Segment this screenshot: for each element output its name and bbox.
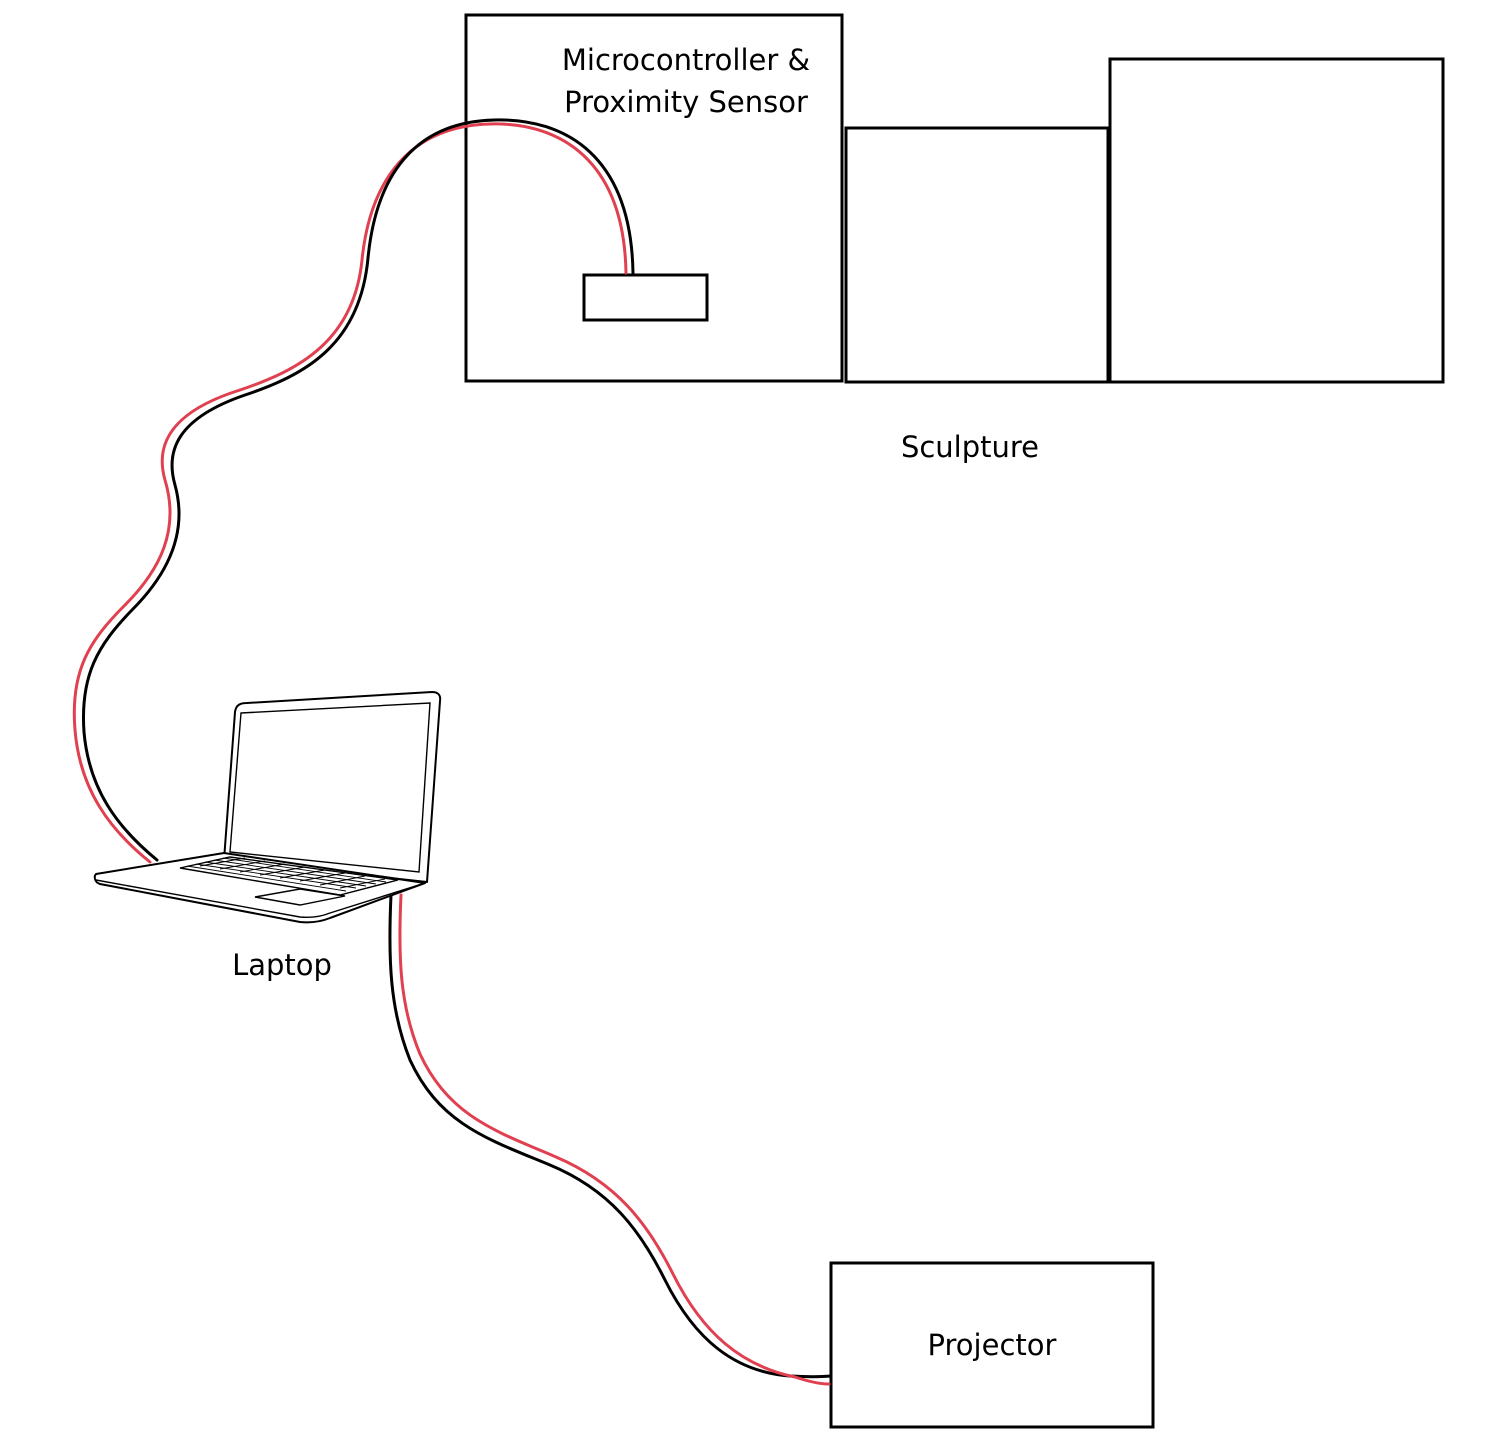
microcontroller-label-line2: Proximity Sensor bbox=[564, 85, 808, 119]
cable-laptop-to-projector bbox=[388, 893, 833, 1386]
laptop-base bbox=[93, 852, 426, 924]
cable-laptop-to-projector-red bbox=[398, 893, 831, 1386]
projector-label: Projector bbox=[928, 1328, 1057, 1362]
sculpture-block-right bbox=[1108, 57, 1445, 384]
laptop-lid bbox=[223, 691, 442, 883]
sculpture-label: Sculpture bbox=[901, 430, 1039, 464]
laptop-keyboard-keys bbox=[186, 857, 387, 892]
laptop-icon bbox=[93, 691, 442, 924]
microcontroller-box bbox=[464, 13, 844, 383]
laptop-keyboard-outline bbox=[179, 856, 399, 896]
laptop-base-edge bbox=[95, 879, 426, 919]
sculpture-block-left bbox=[844, 126, 1110, 384]
cable-sensor-to-laptop-black bbox=[81, 118, 635, 862]
laptop-trackpad bbox=[254, 888, 346, 906]
laptop-label: Laptop bbox=[232, 948, 332, 982]
sensor-module-icon bbox=[582, 273, 709, 322]
cable-sensor-to-laptop bbox=[72, 118, 635, 864]
microcontroller-label-line1: Microcontroller & bbox=[562, 43, 810, 77]
laptop-screen bbox=[229, 702, 431, 873]
cable-sensor-to-laptop-red bbox=[72, 122, 628, 864]
cable-laptop-to-projector-black bbox=[388, 893, 833, 1379]
projector-box bbox=[829, 1261, 1155, 1429]
